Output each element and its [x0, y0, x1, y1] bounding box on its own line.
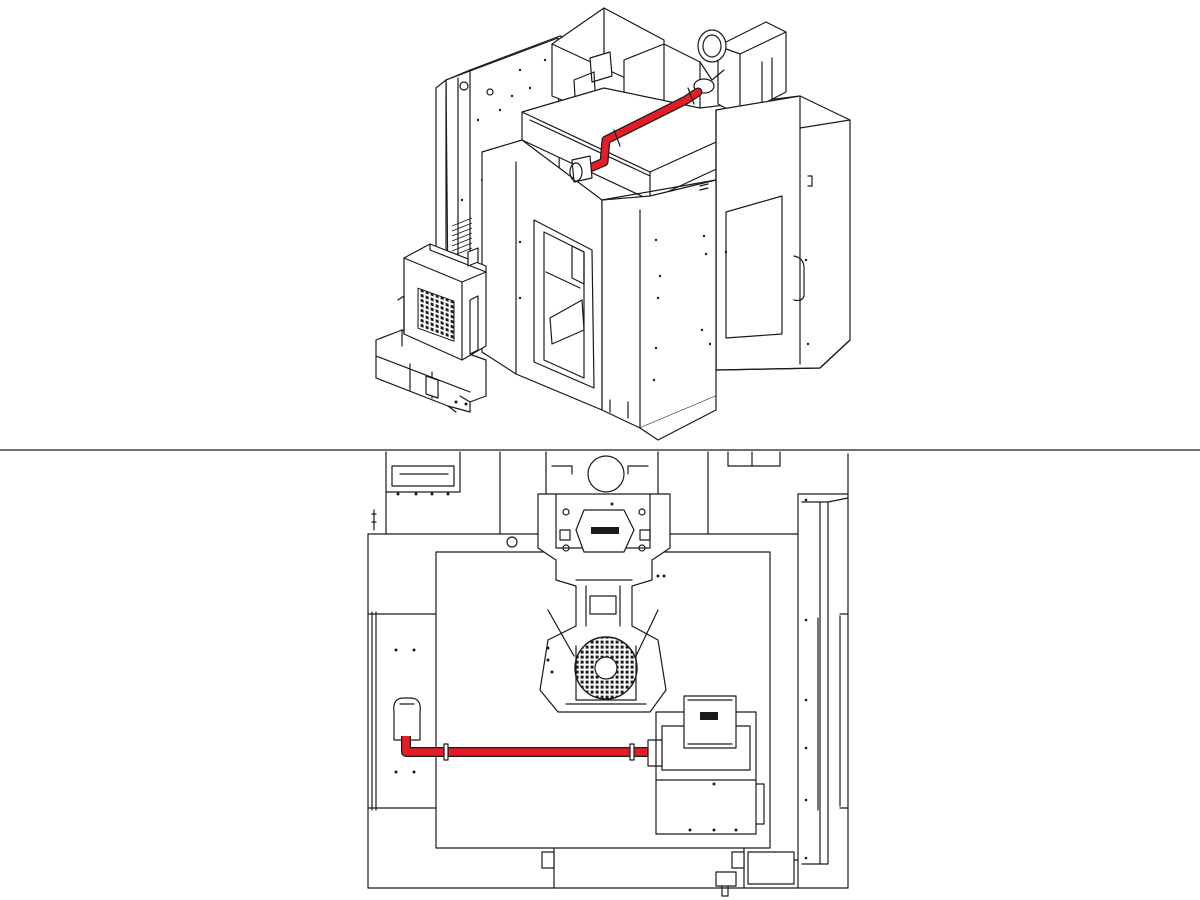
spindle-motor: [693, 21, 787, 117]
hardware-dots: [454, 400, 468, 406]
rear-vent-slots: [451, 217, 473, 257]
highlighted-hose-top: [393, 697, 663, 767]
red-hose-upper: [586, 88, 702, 172]
bottom-fittings: [541, 851, 795, 897]
highlighted-hose-isometric: [569, 87, 703, 183]
front-enclosure: [481, 139, 851, 441]
motor-box-top: [655, 695, 765, 835]
spindle-badge: [591, 527, 619, 534]
isometric-view: [375, 7, 851, 441]
left-aux-unit: [375, 243, 487, 413]
upper-right-column: [707, 451, 849, 889]
right-cabinet: [710, 95, 851, 371]
table-dots: [394, 648, 416, 774]
upper-left-console: [371, 451, 518, 548]
top-view: [367, 451, 849, 897]
motor-badge: [700, 712, 718, 720]
red-hose-lower: [402, 736, 652, 756]
vent-grille: [417, 287, 455, 342]
spindle-head-top: [537, 451, 671, 713]
